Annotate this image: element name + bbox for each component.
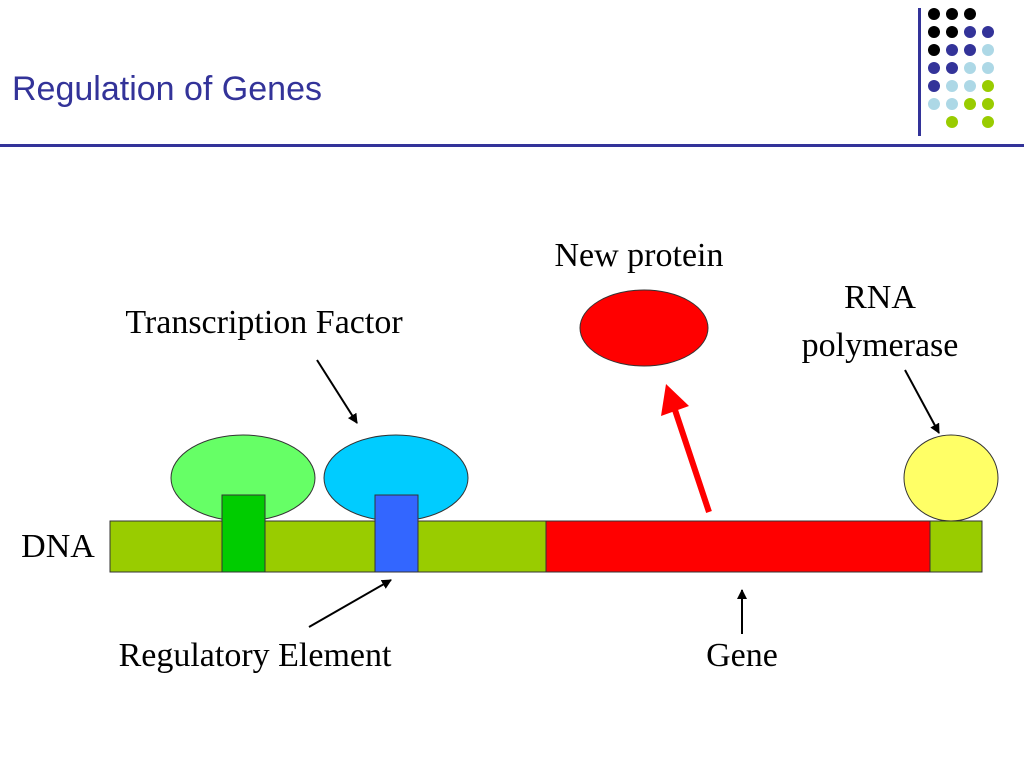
decor-dot xyxy=(928,44,940,56)
rna-polymerase xyxy=(903,434,999,522)
transcription-factor-label: Transcription Factor xyxy=(125,304,403,341)
decor-dot xyxy=(946,44,958,56)
rna-polymerase-label-line2: polymerase xyxy=(802,327,959,364)
decor-dot xyxy=(964,98,976,110)
decor-dot xyxy=(982,44,994,56)
decor-dot xyxy=(928,98,940,110)
transcription-factor-pointer xyxy=(316,359,358,424)
decor-dot xyxy=(982,116,994,128)
decor-dot xyxy=(946,8,958,20)
regulatory-element-blue xyxy=(374,494,419,573)
decorative-dot-grid xyxy=(928,8,1024,138)
gene-region xyxy=(545,520,931,573)
decor-dot xyxy=(946,80,958,92)
new-protein xyxy=(579,289,709,367)
expression-arrow xyxy=(661,384,712,513)
decor-dot xyxy=(928,62,940,74)
regulatory-element-green xyxy=(221,494,266,573)
decor-dot xyxy=(964,62,976,74)
regulatory-element-pointer xyxy=(308,579,392,628)
decor-dot xyxy=(946,116,958,128)
decor-dot xyxy=(928,8,940,20)
decor-dot xyxy=(964,8,976,20)
rna-polymerase-label-line1: RNA xyxy=(844,279,916,316)
decor-dot xyxy=(946,98,958,110)
decor-dot xyxy=(982,80,994,92)
dna-label: DNA xyxy=(21,528,95,565)
corner-vertical-divider xyxy=(918,8,921,136)
decor-dot xyxy=(982,98,994,110)
regulatory-element-label: Regulatory Element xyxy=(119,637,392,674)
decor-dot xyxy=(928,26,940,38)
decor-dot xyxy=(964,26,976,38)
decor-dot xyxy=(964,80,976,92)
decor-dot xyxy=(982,26,994,38)
slide-title: Regulation of Genes xyxy=(12,70,322,108)
header-divider xyxy=(0,144,1024,147)
decor-dot xyxy=(982,62,994,74)
decor-dot xyxy=(946,26,958,38)
decor-dot xyxy=(946,62,958,74)
new-protein-label: New protein xyxy=(554,237,723,274)
gene-label: Gene xyxy=(706,637,778,674)
decor-dot xyxy=(964,44,976,56)
decor-dot xyxy=(928,80,940,92)
rna-polymerase-pointer xyxy=(904,369,940,434)
